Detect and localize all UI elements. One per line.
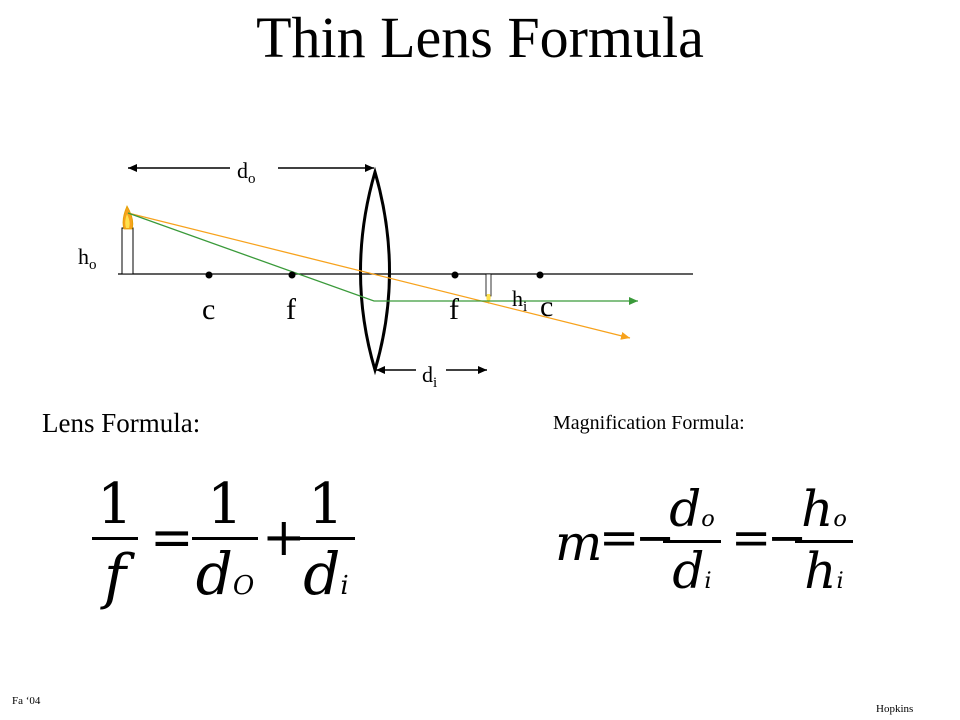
object-candle: [121, 227, 134, 275]
minus-sign-2: −: [767, 510, 808, 566]
image-candle: [485, 273, 492, 297]
symbol-m: m: [555, 514, 603, 572]
point-f-right-dot: [451, 271, 459, 279]
point-f-left: f: [286, 293, 296, 326]
footer-left: Fa ‘04: [12, 695, 41, 707]
magnification-formula-equation: m = − do di = − ho hi: [555, 480, 855, 600]
ray-green: [127, 212, 638, 305]
lens-formula-heading: Lens Formula:: [42, 408, 201, 438]
label-hi: hi: [512, 286, 528, 315]
lens-formula-equation: 1 f = 1 dO + 1 di: [92, 470, 355, 612]
fraction-1-over-di: 1 di: [297, 470, 355, 610]
fraction-ho-over-hi: ho hi: [795, 480, 853, 600]
point-c-left: c: [202, 293, 216, 326]
fraction-do-over-di: do di: [663, 480, 721, 600]
equals-sign: =: [150, 508, 194, 568]
page-title: Thin Lens Formula: [256, 5, 704, 70]
label-do: do: [237, 158, 256, 187]
footer-right: Hopkins: [876, 703, 914, 715]
minus-sign-1: −: [635, 510, 676, 566]
magnification-formula-heading: Magnification Formula:: [553, 412, 745, 434]
point-c-right: c: [540, 290, 554, 323]
equals-sign-2: =: [731, 510, 772, 566]
convex-lens: [359, 166, 391, 376]
point-f-right: f: [449, 293, 459, 326]
equals-sign-1: =: [599, 510, 640, 566]
point-f-left-dot: [288, 271, 296, 279]
point-c-right-dot: [536, 271, 544, 279]
label-di: di: [422, 362, 438, 391]
label-ho: ho: [78, 244, 97, 273]
ray-orange: [127, 212, 631, 340]
point-c-left-dot: [205, 271, 213, 279]
fraction-1-over-do: 1 dO: [192, 470, 258, 610]
fraction-1-over-f: 1 f: [92, 470, 138, 612]
